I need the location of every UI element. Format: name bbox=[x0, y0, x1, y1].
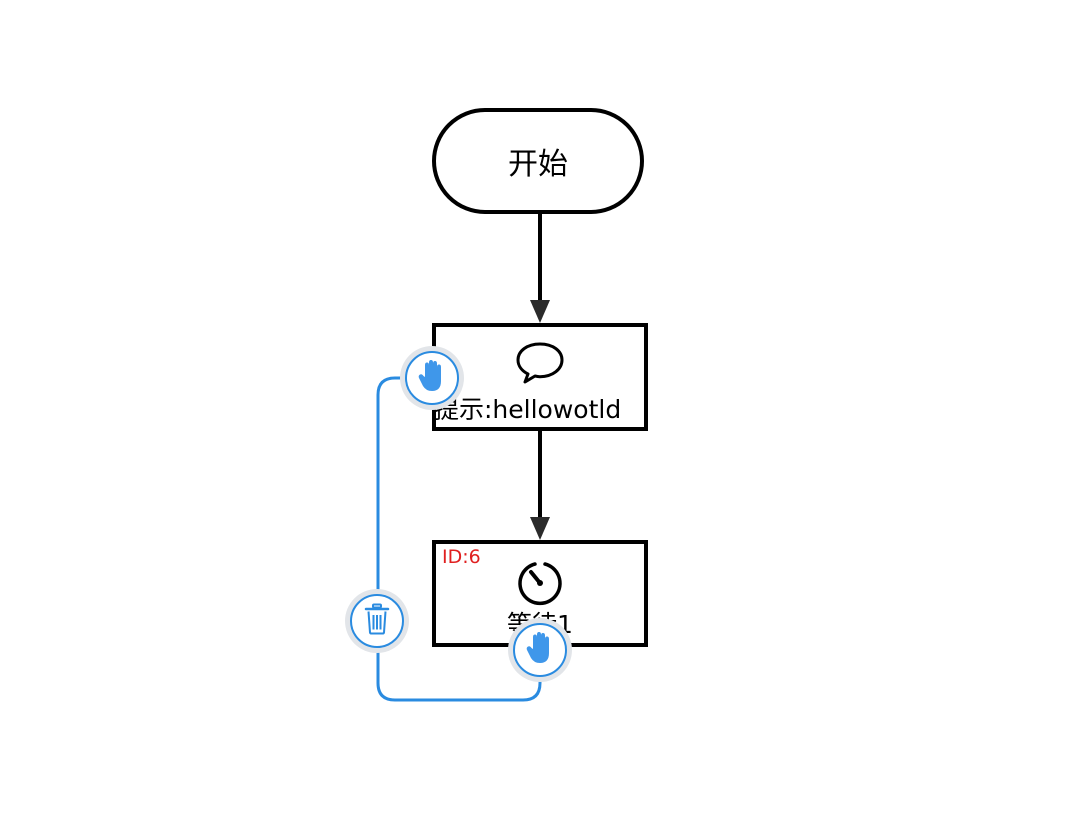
connector-tip-to-wait[interactable] bbox=[530, 431, 550, 540]
start-node[interactable]: 开始 bbox=[432, 108, 644, 214]
start-node-label: 开始 bbox=[508, 147, 568, 182]
node-id-badge: ID:6 bbox=[442, 546, 481, 568]
link-drag-handle-start[interactable] bbox=[400, 346, 464, 410]
hand-icon bbox=[417, 359, 447, 397]
hand-icon bbox=[525, 631, 555, 669]
selected-loop-link[interactable] bbox=[376, 376, 542, 702]
timer-icon bbox=[515, 560, 565, 610]
tip-node[interactable]: 提示:hellowotld bbox=[432, 323, 648, 431]
tip-node-label: 提示:hellowotld bbox=[434, 395, 622, 424]
delete-link-button[interactable] bbox=[345, 589, 409, 653]
trash-icon bbox=[364, 603, 390, 639]
link-drag-handle-end[interactable] bbox=[508, 618, 572, 682]
connector-start-to-tip[interactable] bbox=[530, 214, 550, 323]
speech-bubble-icon bbox=[515, 341, 565, 389]
